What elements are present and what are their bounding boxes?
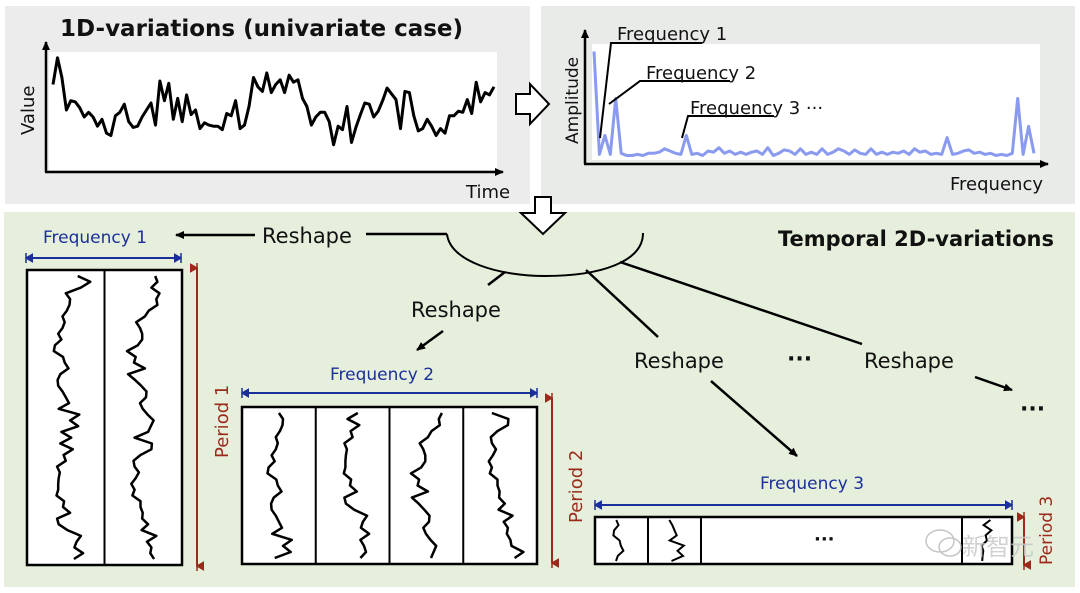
- right-arrow-icon: [515, 81, 551, 127]
- down-arrow-icon: [518, 196, 568, 236]
- annotation-frequency-2: Frequency 2: [646, 63, 756, 84]
- bracket-arc: [446, 232, 644, 278]
- plot-area-spectrum: [592, 44, 1040, 160]
- reshape-label-2: Reshape: [411, 298, 501, 322]
- series-1d-line: [51, 56, 496, 147]
- grid-column-series: [266, 412, 294, 560]
- leader-frequency-1: [599, 42, 702, 139]
- arrow-reshape-4: [974, 375, 1013, 392]
- grid-2: [240, 405, 539, 566]
- reshape-label-3: Reshape: [634, 349, 724, 373]
- reshape-label-4: Reshape: [864, 349, 954, 373]
- annotation-frequency-3: Frequency 3 ···: [690, 98, 823, 119]
- grid-3-ellipsis: ···: [814, 529, 835, 550]
- ellipsis-middle: ···: [787, 347, 812, 372]
- series-spectrum-line: [592, 51, 1036, 157]
- connector-reshape-2: [487, 271, 506, 286]
- title-1d-variations: 1D-variations (univariate case): [60, 16, 463, 42]
- watermark: 新智元: [925, 529, 1034, 561]
- leader-frequency-2: [608, 80, 730, 105]
- grid-2-frequency-label: Frequency 2: [330, 365, 434, 385]
- grid-1-period-label: Period 1: [212, 385, 233, 458]
- grid-1-frequency-label: Frequency 1: [43, 228, 147, 248]
- arrow-reshape-3: [710, 380, 798, 457]
- grid-3: [593, 515, 1014, 566]
- grid-column-series: [125, 275, 161, 560]
- title-temporal-2d-variations: Temporal 2D-variations: [778, 227, 1054, 251]
- grid-column-series: [342, 411, 371, 559]
- x-axis-label-frequency: Frequency: [950, 174, 1043, 195]
- y-axis-label-amplitude: Amplitude: [563, 57, 583, 144]
- watermark-text: 新智元: [962, 533, 1034, 561]
- y-axis-label-value: Value: [18, 86, 39, 135]
- grid-1: [25, 268, 184, 567]
- grid-frame: [593, 515, 1014, 566]
- grid-column-series: [980, 519, 994, 562]
- annotation-frequency-1: Frequency 1: [617, 24, 727, 45]
- grid-column-series: [487, 411, 525, 560]
- grid-3-period-label: Period 3: [1037, 496, 1057, 565]
- ellipsis-right: ···: [1020, 397, 1045, 422]
- arrow-reshape-2: [416, 329, 444, 352]
- grid-3-frequency-label: Frequency 3: [760, 474, 864, 494]
- reshape-label-1: Reshape: [262, 224, 352, 248]
- grid-column-series: [612, 519, 625, 562]
- grid-column-series: [52, 274, 92, 561]
- grid-2-period-label: Period 2: [566, 450, 587, 523]
- grid-column-series: [667, 519, 686, 562]
- plot-area-1d: [49, 52, 497, 170]
- leader-frequency-3: [681, 115, 774, 139]
- connector-reshape-3: [585, 269, 659, 338]
- connector-reshape-4: [619, 260, 863, 346]
- grid-column-series: [409, 412, 444, 559]
- x-axis-label-time: Time: [465, 182, 510, 203]
